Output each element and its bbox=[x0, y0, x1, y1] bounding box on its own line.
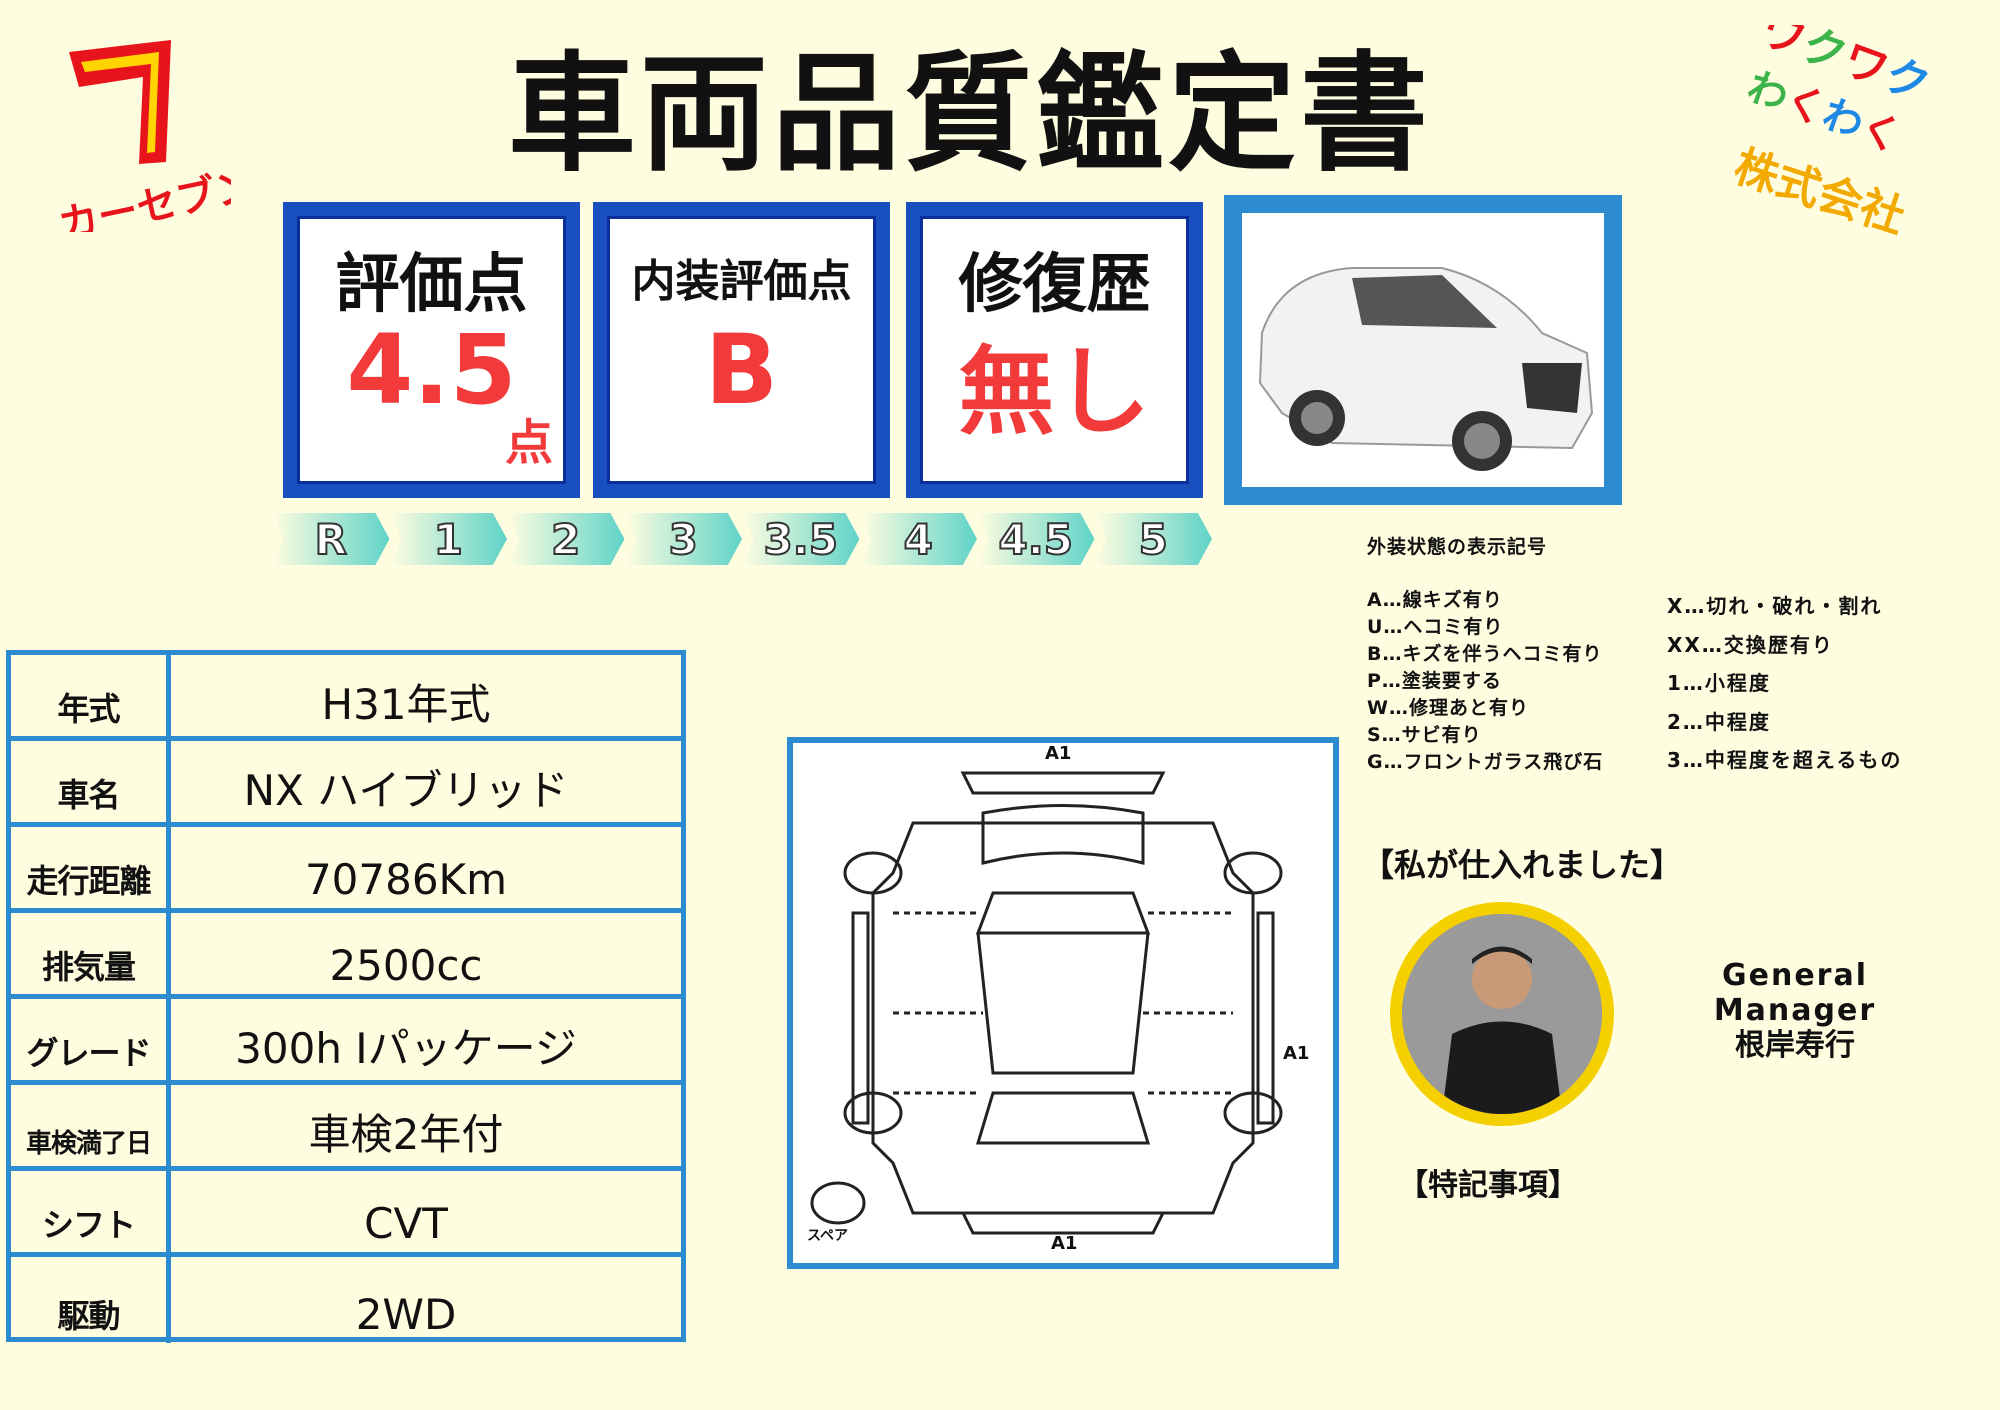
scale-item: 4.5 bbox=[977, 513, 1095, 565]
score-label: 評価点 bbox=[335, 248, 528, 322]
spare-label: スペア bbox=[807, 1228, 849, 1244]
legend-title: 外装状態の表示記号 bbox=[1367, 536, 1548, 558]
table-row: グレード 300h Iパッケージ bbox=[11, 999, 681, 1085]
buyer-role: General Manager bbox=[1713, 958, 1877, 1028]
spec-key: 排気量 bbox=[11, 913, 171, 994]
spec-value: H31年式 bbox=[321, 680, 491, 729]
legend-item: 1…小程度 bbox=[1667, 671, 1771, 695]
spec-key: 年式 bbox=[11, 655, 171, 736]
legend-item: W…修理あと有り bbox=[1367, 697, 1529, 719]
legend-item: A…線キズ有り bbox=[1367, 589, 1503, 611]
spec-value: CVT bbox=[364, 1199, 448, 1248]
interior-score-box: 内装評価点 B bbox=[593, 202, 890, 498]
spec-key: グレード bbox=[11, 999, 171, 1080]
car-photo-frame bbox=[1224, 195, 1622, 505]
table-row: 排気量 2500cc bbox=[11, 913, 681, 999]
score-unit: 点 bbox=[504, 415, 553, 471]
legend-item: S…サビ有り bbox=[1367, 724, 1482, 746]
buyer-heading: 【私が仕入れました】 bbox=[1362, 846, 1683, 884]
legend-left-list: A…線キズ有り U…ヘコミ有り B…キズを伴うヘコミ有り P…塗装要する W…修… bbox=[1367, 587, 1603, 776]
table-row: 車検満了日 車検2年付 bbox=[11, 1085, 681, 1171]
damage-mark: A1 bbox=[1045, 743, 1072, 764]
legend-item: U…ヘコミ有り bbox=[1367, 616, 1504, 638]
car-photo bbox=[1258, 267, 1594, 471]
spec-value: 300h Iパッケージ bbox=[235, 1024, 577, 1073]
damage-mark: A1 bbox=[1051, 1233, 1078, 1254]
wakuwaku-logo: ワクワク わくわく 株式会社 bbox=[1728, 4, 1978, 265]
legend-item: X…切れ・破れ・割れ bbox=[1667, 594, 1883, 618]
repair-history-box: 修復歴 無し bbox=[906, 202, 1203, 498]
damage-mark: A1 bbox=[1283, 1043, 1310, 1064]
overall-score-box: 評価点 4.5 点 bbox=[283, 202, 580, 498]
spec-value: 70786Km bbox=[304, 855, 508, 904]
interior-label: 内装評価点 bbox=[631, 256, 852, 307]
spec-value: NX ハイブリッド bbox=[243, 766, 569, 815]
notes-heading: 【特記事項】 bbox=[1398, 1168, 1578, 1203]
legend-item: G…フロントガラス飛び石 bbox=[1367, 751, 1604, 773]
legend-right-list: X…切れ・破れ・割れ XX…交換歴有り 1…小程度 2…中程度 3…中程度を超え… bbox=[1667, 587, 1902, 780]
scale-item: R bbox=[272, 513, 390, 565]
legend-item: B…キズを伴うヘコミ有り bbox=[1367, 643, 1603, 665]
damage-diagram: A1 A1 A1 スペア bbox=[787, 737, 1339, 1269]
spec-value: 2500cc bbox=[329, 941, 483, 990]
spec-value: 車検2年付 bbox=[308, 1110, 504, 1159]
spec-key: 駆動 bbox=[11, 1257, 171, 1343]
svg-text:カーセブン: カーセブン bbox=[55, 162, 231, 232]
buyer-name: 根岸寿行 bbox=[1735, 1028, 1855, 1063]
score-scale: R 1 2 3 3.5 4 4.5 5 bbox=[272, 513, 1212, 565]
repair-label: 修復歴 bbox=[958, 248, 1151, 322]
spec-key: 車検満了日 bbox=[11, 1085, 171, 1166]
scale-item: 5 bbox=[1094, 513, 1212, 565]
table-row: 年式 H31年式 bbox=[11, 655, 681, 741]
spec-key: 車名 bbox=[11, 741, 171, 822]
legend-item: 2…中程度 bbox=[1667, 709, 1771, 734]
spec-key: 走行距離 bbox=[11, 827, 171, 908]
scale-item: 1 bbox=[389, 513, 507, 565]
spec-table: 年式 H31年式 車名 NX ハイブリッド 走行距離 70786Km 排気量 2500c… bbox=[6, 650, 686, 1343]
score-value: 4.5 bbox=[346, 314, 517, 426]
table-row: シフト CVT bbox=[11, 1171, 681, 1257]
scale-item: 3 bbox=[624, 513, 742, 565]
legend-item: XX…交換歴有り bbox=[1667, 632, 1834, 657]
spec-key: シフト bbox=[11, 1171, 171, 1252]
table-row: 走行距離 70786Km bbox=[11, 827, 681, 913]
spec-value: 2WD bbox=[355, 1290, 457, 1339]
repair-value: 無し bbox=[958, 336, 1151, 448]
scale-item: 3.5 bbox=[742, 513, 860, 565]
scale-item: 2 bbox=[507, 513, 625, 565]
table-row: 車名 NX ハイブリッド bbox=[11, 741, 681, 827]
page-title: 車両品質鑑定書 bbox=[507, 40, 1432, 189]
scale-item: 4 bbox=[859, 513, 977, 565]
table-row: 駆動 2WD bbox=[11, 1257, 681, 1343]
buyer-avatar bbox=[1390, 902, 1614, 1126]
interior-value: B bbox=[704, 314, 779, 426]
car-seven-logo: カーセブン bbox=[51, 32, 260, 249]
legend-item: 3…中程度を超えるもの bbox=[1667, 748, 1903, 772]
legend-item: P…塗装要する bbox=[1367, 670, 1502, 692]
